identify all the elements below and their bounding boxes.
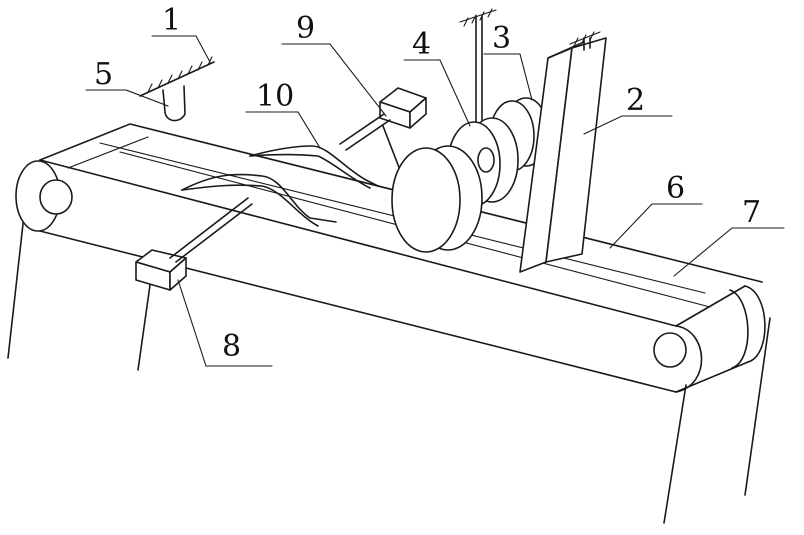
- callout-label-6: 6: [666, 171, 685, 206]
- actuator-box-front: [136, 198, 252, 290]
- wave-sheets: [182, 146, 378, 226]
- callout-label-9: 9: [296, 11, 315, 46]
- ceiling-mount: [140, 57, 214, 96]
- callout-1: 1: [152, 3, 210, 62]
- callout-label-4: 4: [412, 27, 431, 62]
- callout-label-7: 7: [742, 195, 761, 230]
- callout-10: 10: [246, 79, 320, 148]
- callout-label-8: 8: [222, 329, 241, 364]
- callout-3: 3: [484, 21, 532, 100]
- callout-9: 9: [282, 11, 386, 116]
- frame-legs: [8, 215, 770, 523]
- callout-label-5: 5: [94, 57, 113, 92]
- callout-6: 6: [610, 171, 702, 248]
- callout-label-1: 1: [162, 3, 181, 38]
- callout-label-2: 2: [626, 83, 645, 118]
- callout-label-3: 3: [492, 21, 511, 56]
- conveyor-belt: [16, 124, 765, 392]
- spray-nozzle: [163, 86, 185, 121]
- callout-label-10: 10: [256, 79, 294, 114]
- callout-8: 8: [178, 280, 272, 366]
- callout-5: 5: [86, 57, 168, 106]
